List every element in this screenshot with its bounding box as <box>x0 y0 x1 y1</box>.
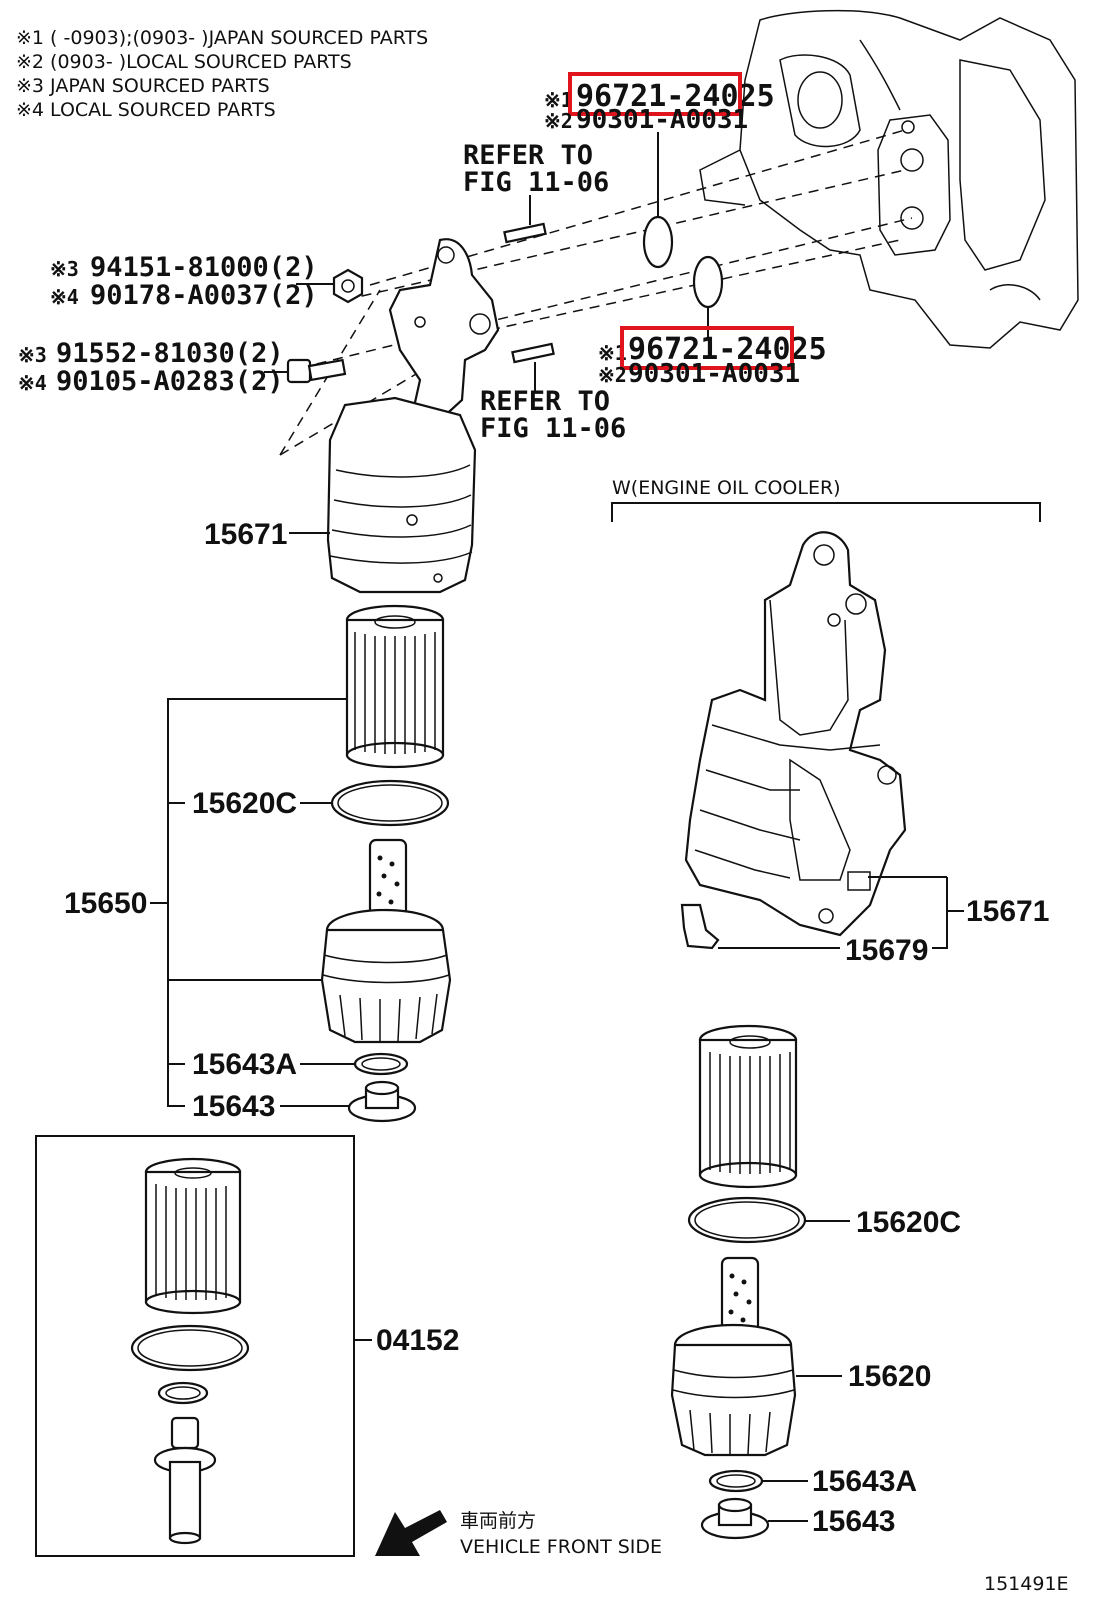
nut-mark4: ※4 <box>50 285 79 309</box>
refer-mid-line1[interactable]: REFER TO <box>480 386 610 417</box>
bolt-part4[interactable]: 90105-A0283(2) <box>56 366 284 397</box>
filter-element-left <box>345 604 445 769</box>
bolt-mark3: ※3 <box>18 343 47 367</box>
label-cap-15620[interactable]: 15620 <box>848 1360 931 1393</box>
note-4: ※4 LOCAL SOURCED PARTS <box>16 99 276 121</box>
label-oring-left[interactable]: 15643A <box>192 1048 297 1081</box>
bolt-part3[interactable]: 91552-81030(2) <box>56 338 284 369</box>
kit-drain-tool <box>153 1416 217 1545</box>
label-oring-oil-cooler[interactable]: 15643A <box>812 1465 917 1498</box>
oring-mid-mark2: ※2 <box>598 363 627 387</box>
o-ring-small-left <box>353 1052 409 1076</box>
label-bracket-left[interactable]: 15671 <box>204 518 287 551</box>
refer-top-line2[interactable]: FIG 11-06 <box>463 167 609 198</box>
oring-mid-part2[interactable]: 90301-A0031 <box>628 359 800 389</box>
assembly-dashed-lines <box>279 129 913 456</box>
engine-block-drawing <box>699 9 1079 349</box>
label-plug-oil-cooler[interactable]: 15643 <box>812 1505 895 1538</box>
label-clip-15679[interactable]: 15679 <box>845 934 928 967</box>
drain-plug-oil-cooler <box>700 1497 770 1540</box>
nut-part3[interactable]: 94151-81000(2) <box>90 252 318 283</box>
label-gasket-left[interactable]: 15620C <box>192 787 297 820</box>
nut-part4[interactable]: 90178-A0037(2) <box>90 280 318 311</box>
note-2: ※2 (0903- )LOCAL SOURCED PARTS <box>16 51 352 73</box>
figure-id: 151491E <box>984 1573 1069 1595</box>
o-ring-upper <box>642 215 674 269</box>
label-kit-04152[interactable]: 04152 <box>376 1324 459 1357</box>
filter-cap-oil-cooler <box>670 1256 797 1457</box>
gasket-oil-cooler <box>687 1196 807 1244</box>
refer-mid-line2[interactable]: FIG 11-06 <box>480 413 626 444</box>
highlight-oring-top <box>568 72 742 116</box>
filter-bracket-left <box>326 238 500 594</box>
nut-mark3: ※3 <box>50 257 79 281</box>
o-ring-small-oil-cooler <box>708 1469 764 1493</box>
nut-part <box>296 268 364 304</box>
kit-gasket <box>130 1324 250 1372</box>
filter-bracket-oil-cooler <box>684 531 907 937</box>
stud-lower <box>511 342 555 392</box>
vehicle-front-en: VEHICLE FRONT SIDE <box>460 1536 662 1558</box>
o-ring-lower <box>692 255 724 309</box>
note-3: ※3 JAPAN SOURCED PARTS <box>16 75 270 97</box>
oil-cooler-title: W(ENGINE OIL COOLER) <box>612 477 841 499</box>
vehicle-front-arrow-icon <box>375 1510 447 1556</box>
group-bracket-15650 <box>150 698 347 1107</box>
oring-top-mark2: ※2 <box>544 109 573 133</box>
label-plug-left[interactable]: 15643 <box>192 1090 275 1123</box>
bolt-part <box>264 358 347 384</box>
filter-element-oil-cooler <box>698 1024 798 1189</box>
highlight-oring-mid <box>620 326 794 370</box>
vehicle-front-jp: 車両前方 <box>460 1510 536 1532</box>
label-bracket-oil-cooler[interactable]: 15671 <box>966 895 1049 928</box>
kit-filter-element <box>144 1157 242 1315</box>
gasket-left <box>330 779 450 827</box>
label-group-15650[interactable]: 15650 <box>64 887 147 920</box>
oil-cooler-bracket-line <box>611 502 1041 522</box>
oring-top-part2[interactable]: 90301-A0031 <box>576 105 748 135</box>
refer-top-line1[interactable]: REFER TO <box>463 140 593 171</box>
drain-plug-left <box>347 1080 417 1123</box>
note-1: ※1 ( -0903);(0903- )JAPAN SOURCED PARTS <box>16 27 428 49</box>
kit-04152-box <box>35 1135 355 1557</box>
filter-cap-left <box>320 838 452 1044</box>
clip-15679 <box>680 903 720 950</box>
stud-upper <box>503 195 547 244</box>
label-gasket-oil-cooler[interactable]: 15620C <box>856 1206 961 1239</box>
bolt-mark4: ※4 <box>18 371 47 395</box>
